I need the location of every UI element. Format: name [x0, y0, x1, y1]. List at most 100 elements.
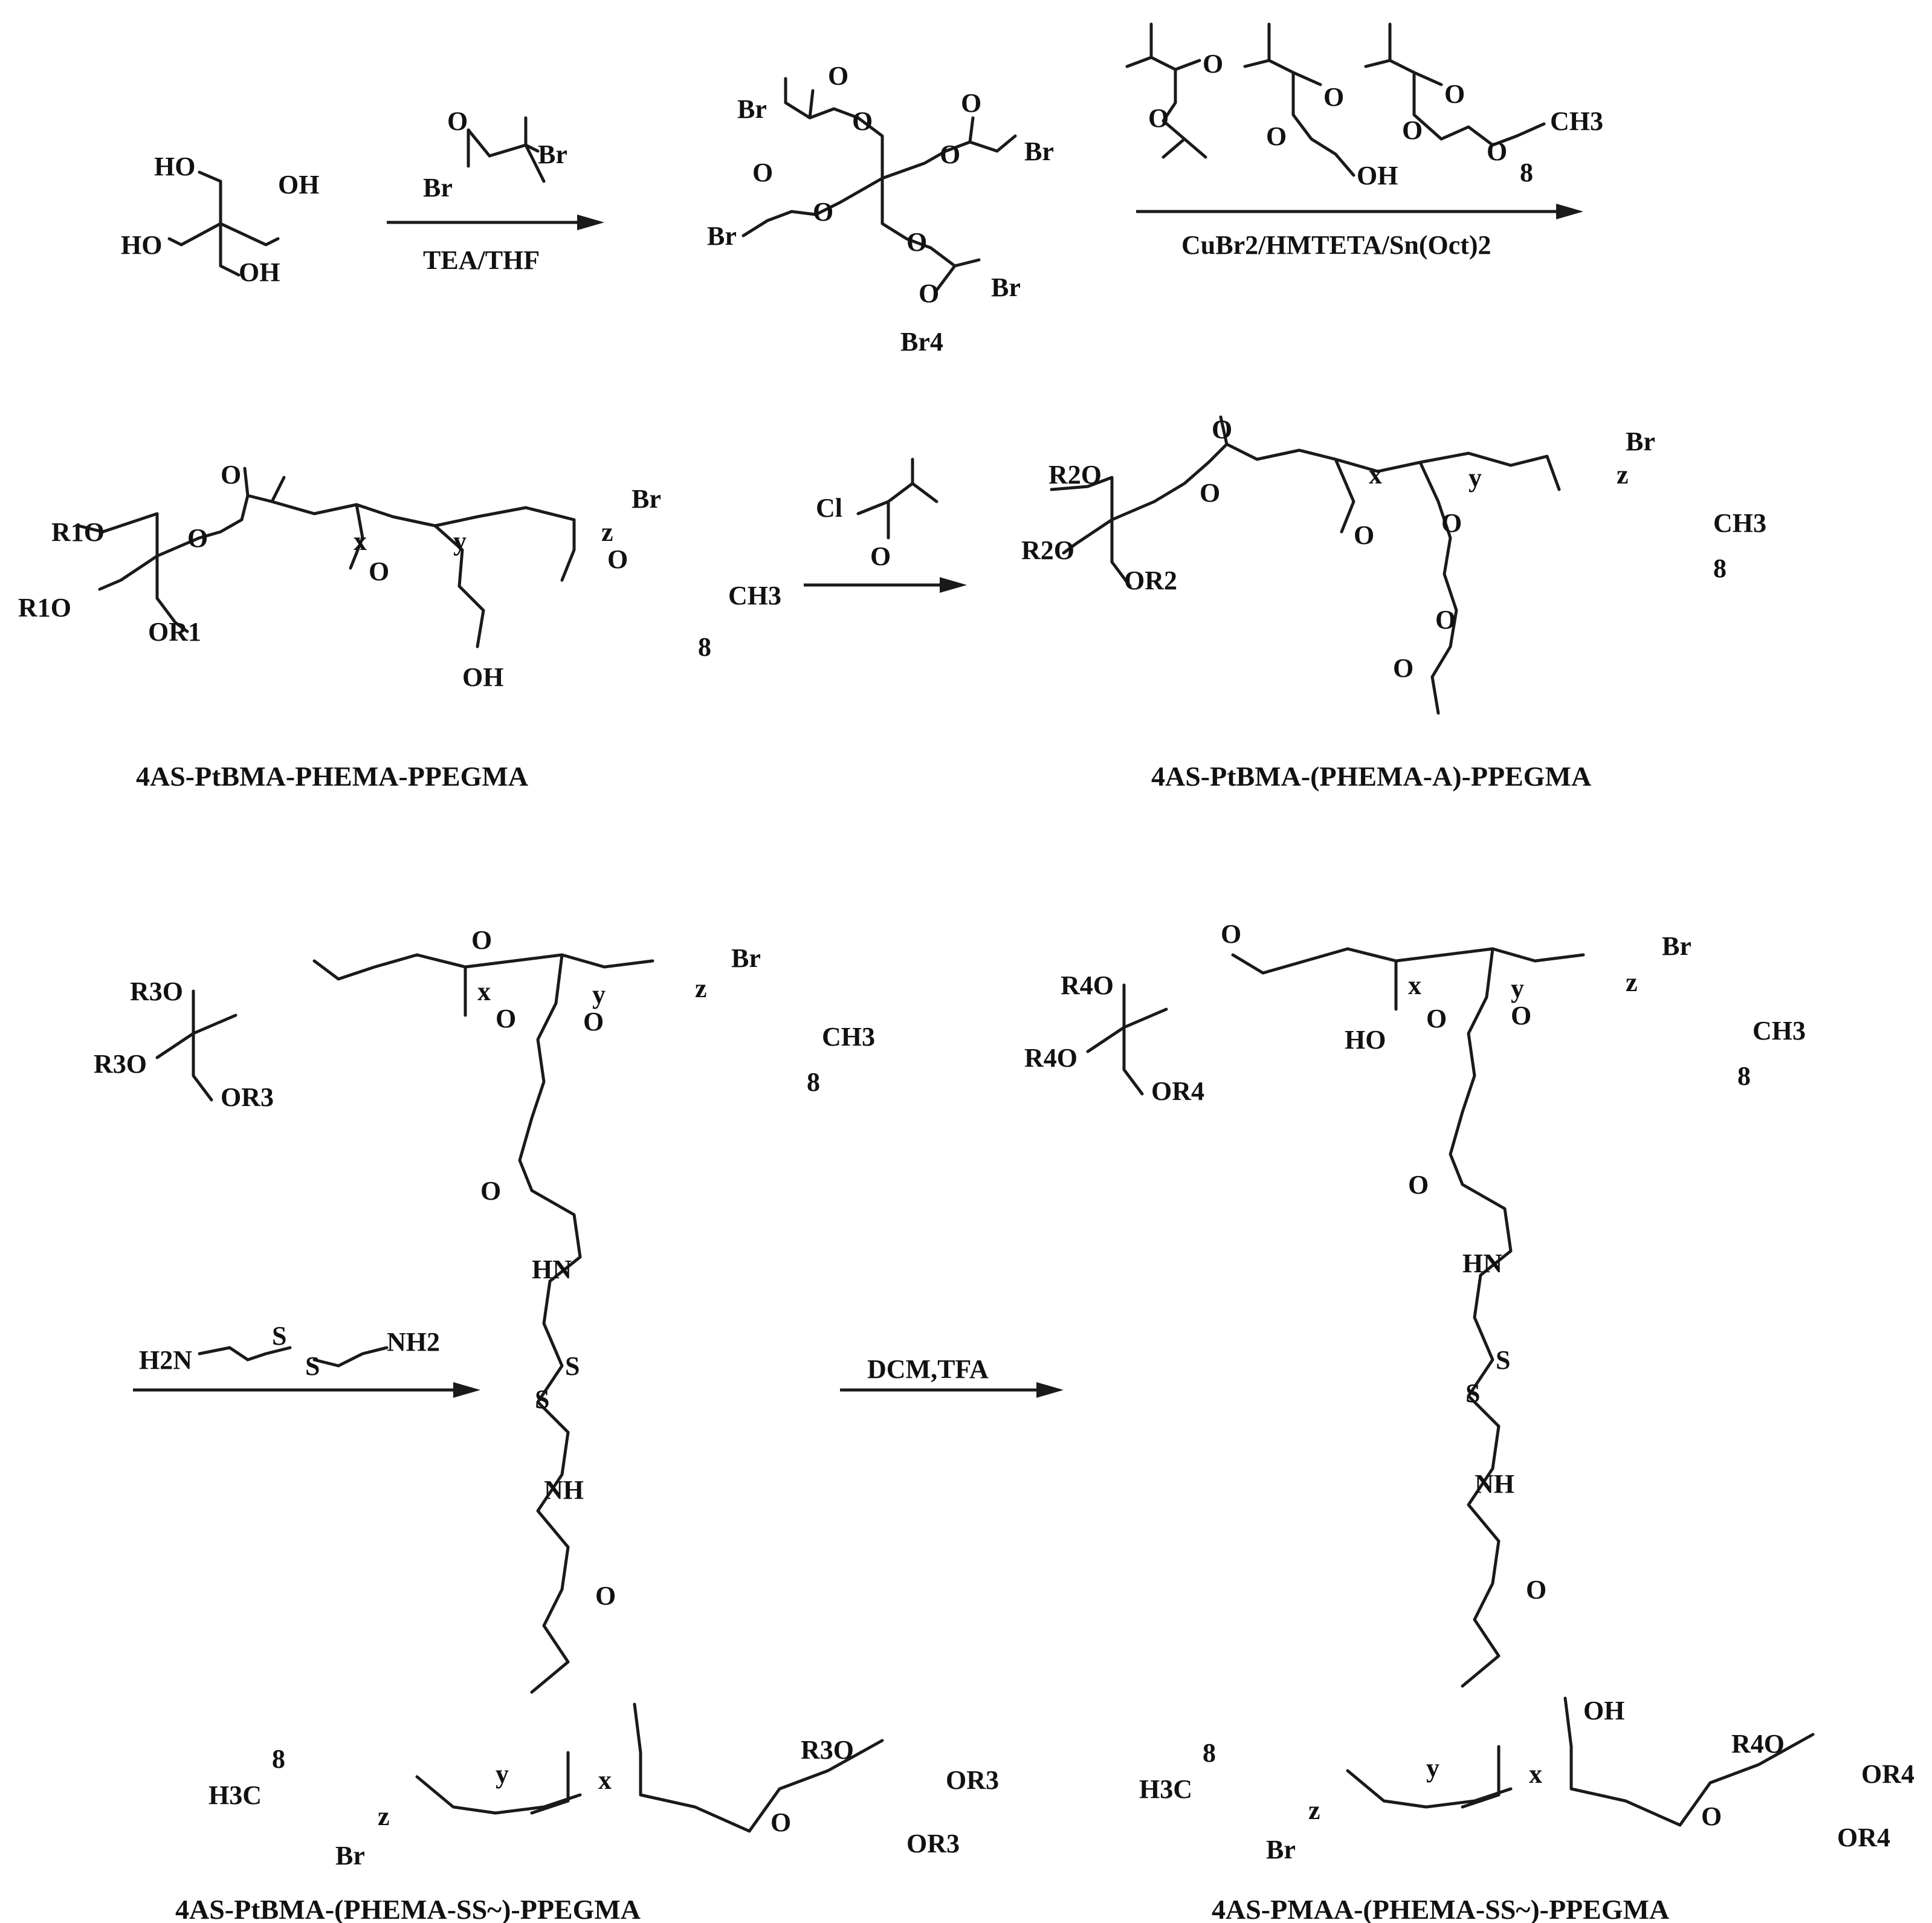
o-label: O: [1441, 508, 1462, 538]
o-label: O: [852, 106, 873, 136]
o-label: O: [906, 227, 927, 257]
r-o-label: R2O: [1021, 535, 1074, 565]
o-label: O: [1487, 137, 1507, 166]
oh-label: OH: [278, 170, 319, 199]
br4-initiator-structure: Br Br Br Br O O O O O O O O Br4: [707, 61, 1054, 357]
pentaerythritol-structure: HO OH HO OH: [121, 152, 319, 287]
br4-label: Br4: [900, 327, 943, 357]
s-label: S: [1496, 1345, 1510, 1375]
o-label: O: [1203, 49, 1223, 79]
o-label: O: [1200, 478, 1220, 508]
y-index: y: [453, 526, 467, 556]
polymer-caption: 4AS-PtBMA-(PHEMA-A)-PPEGMA: [1151, 761, 1591, 792]
step4-conditions: DCM,TFA: [867, 1354, 989, 1384]
s-label: S: [535, 1385, 549, 1414]
z-index: z: [1626, 968, 1638, 997]
o-label: O: [1402, 115, 1423, 145]
r-o-label: R3O: [94, 1049, 147, 1079]
o-label: O: [752, 158, 773, 187]
br-label: Br: [737, 94, 767, 124]
o-label: O: [1323, 82, 1344, 112]
o-r-label: OR4: [1151, 1076, 1204, 1106]
repeat-count: 8: [1713, 554, 1727, 583]
r-o-label: R4O: [1061, 971, 1114, 1000]
o-r-label: OR4: [1861, 1759, 1914, 1789]
y-index: y: [496, 1759, 509, 1789]
br-label: Br: [707, 221, 737, 251]
o-label: O: [221, 460, 241, 490]
step2-arrow: CuBr2/HMTETA/Sn(Oct)2: [1136, 204, 1583, 260]
ch3-label: CH3: [728, 581, 781, 610]
ho-label: HO: [1345, 1025, 1386, 1055]
y-index: y: [1468, 463, 1482, 493]
o-label: O: [1221, 919, 1241, 949]
o-label: O: [447, 106, 468, 136]
nh-label: NH: [544, 1475, 584, 1505]
r-o-label: R1O: [18, 593, 71, 622]
x-index: x: [1408, 971, 1421, 1000]
r-o-label: R1O: [51, 517, 105, 547]
o-label: O: [919, 279, 939, 308]
step1-arrow: TEA/THF: [387, 215, 604, 275]
x-index: x: [354, 526, 367, 556]
br-end-label: Br: [1626, 427, 1655, 456]
step-ss-arrow: [133, 1382, 480, 1398]
o-label: O: [940, 140, 960, 169]
ch3-label: CH3: [1550, 106, 1603, 136]
cystamine-structure: H2N S S NH2: [139, 1321, 440, 1381]
br-end-label: Br: [731, 943, 761, 973]
repeat-count: 8: [807, 1067, 820, 1097]
o-r-label: OR2: [1124, 566, 1177, 595]
r-o-label: R4O: [1731, 1729, 1785, 1759]
s-label: S: [565, 1351, 580, 1381]
o-label: O: [771, 1808, 791, 1837]
z-index: z: [1308, 1795, 1320, 1825]
o-r-label: OR3: [221, 1082, 274, 1112]
o-label: O: [607, 545, 628, 574]
step4-arrow: DCM,TFA: [840, 1354, 1064, 1398]
polymer-caption: 4AS-PMAA-(PHEMA-SS~)-PPEGMA: [1212, 1894, 1669, 1923]
oh-label: HO: [154, 152, 195, 181]
polymer-caption: 4AS-PtBMA-PHEMA-PPEGMA: [136, 761, 528, 792]
y-index: y: [1511, 974, 1524, 1003]
o-label: O: [1266, 121, 1287, 151]
h3c-label: H3C: [1139, 1774, 1192, 1804]
o-label: O: [480, 1176, 501, 1206]
repeat-count: 8: [1737, 1061, 1751, 1091]
o-label: O: [961, 88, 981, 118]
o-label: O: [583, 1007, 604, 1036]
oh-label: OH: [462, 662, 503, 692]
x-index: x: [598, 1765, 612, 1795]
r-o-label: R2O: [1048, 460, 1102, 490]
o-label: O: [1526, 1575, 1546, 1605]
z-index: z: [601, 517, 613, 547]
step2-conditions: CuBr2/HMTETA/Sn(Oct)2: [1181, 230, 1491, 260]
z-index: z: [1617, 460, 1629, 490]
polymer-caption: 4AS-PtBMA-(PHEMA-SS~)-PPEGMA: [175, 1894, 641, 1923]
y-index: y: [1426, 1753, 1439, 1783]
hn-label: HN: [1462, 1249, 1502, 1278]
repeat-count: 8: [272, 1744, 285, 1774]
nh2-label: NH2: [387, 1327, 440, 1357]
br-label: Br: [991, 273, 1021, 302]
s-label: S: [1465, 1378, 1480, 1408]
r-o-label: R3O: [130, 977, 183, 1006]
oh-label: HO: [121, 230, 162, 260]
x-index: x: [1369, 460, 1382, 490]
o-label: O: [496, 1004, 516, 1033]
o-label: O: [1444, 79, 1465, 109]
o-label: O: [595, 1581, 616, 1611]
o-label: O: [1148, 103, 1169, 133]
o-label: O: [1426, 1004, 1447, 1033]
repeat-count: 8: [698, 632, 711, 662]
o-label: O: [1408, 1170, 1429, 1200]
nh-label: NH: [1475, 1469, 1514, 1499]
step3-arrow: [804, 577, 967, 593]
repeat-count: 8: [1203, 1738, 1216, 1768]
repeat-count: 8: [1520, 158, 1533, 187]
y-index: y: [592, 980, 606, 1009]
o-label: O: [813, 197, 833, 227]
o-label: O: [1701, 1802, 1722, 1831]
polymer-4as-ptbma-phema-ppegma: R1O R1O OR1 Br x y z CH3 8 OH O O O O 4A…: [18, 460, 781, 792]
